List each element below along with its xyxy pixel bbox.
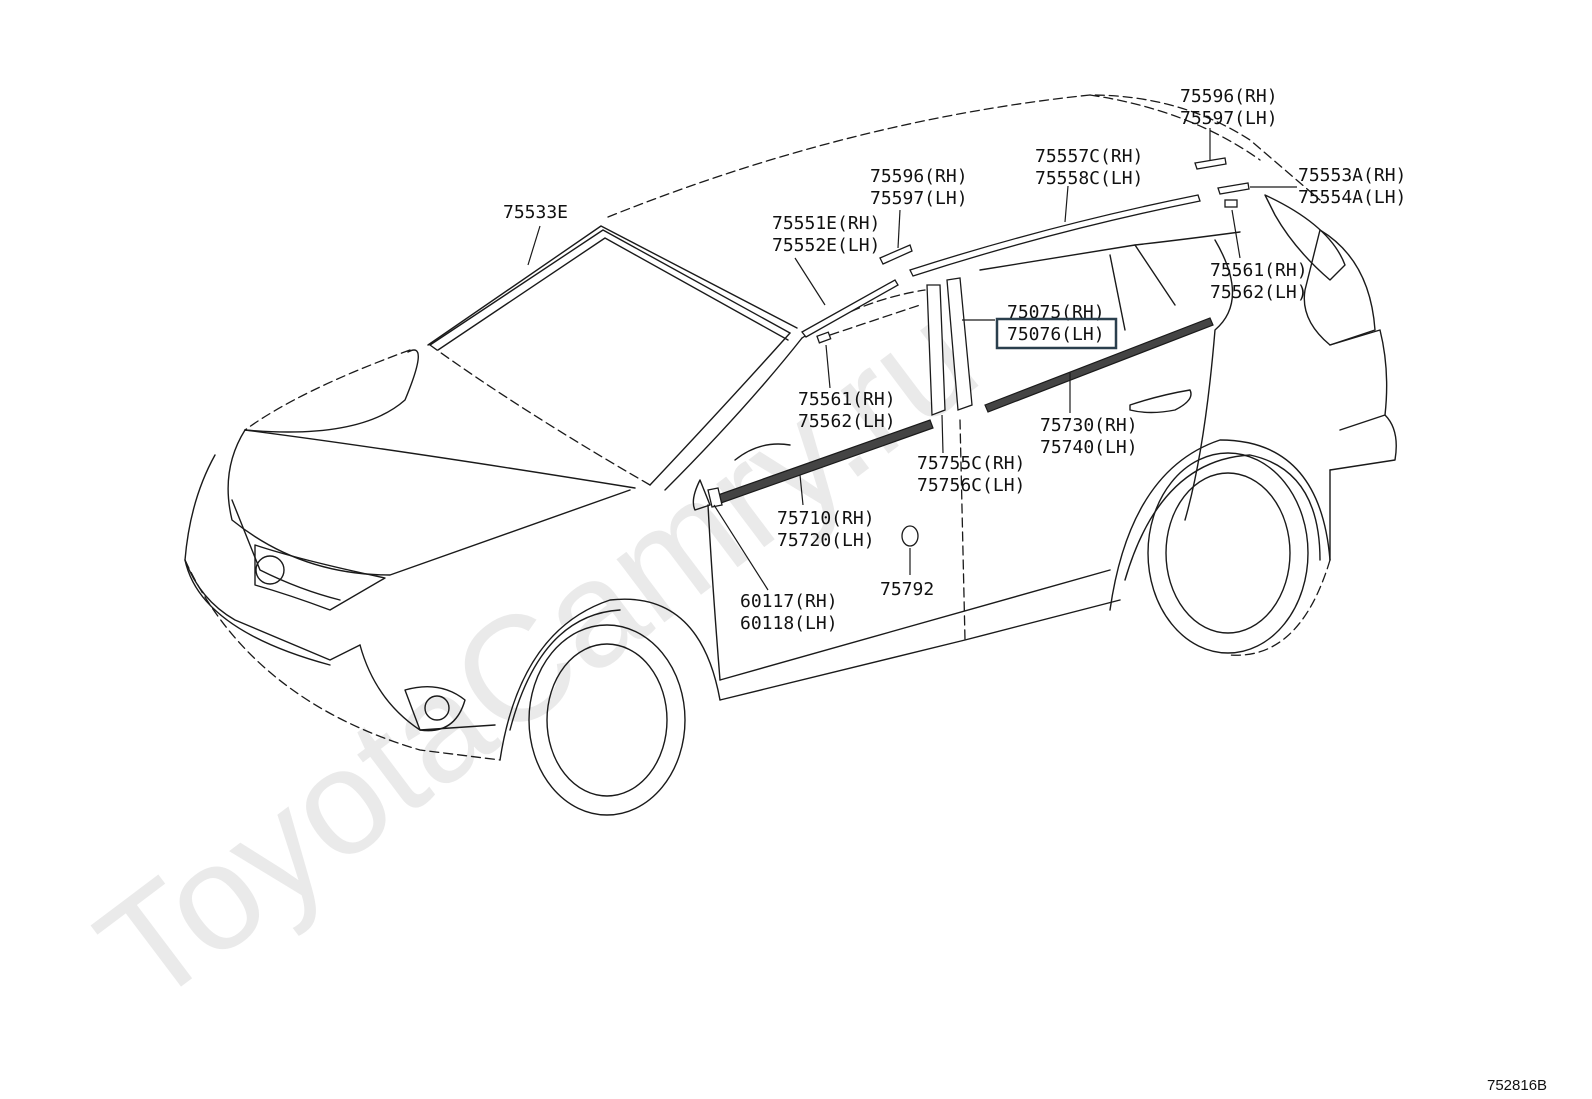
figure-reference: 752816B [1487,1077,1547,1094]
callout-c11: 75755C(RH) 75756C(LH) [917,453,1036,496]
leader-lines [527,128,1297,591]
callout-c05: 75533E [503,202,568,223]
callout-c14: 60117(RH) 60118(LH) [740,591,848,634]
callout-c07: 75561(RH) 75562(LH) [1210,260,1318,303]
callout-c10: 75730(RH) 75740(LH) [1040,415,1148,458]
callout-c06: 75551E(RH) 75552E(LH) [772,213,891,256]
highlight-box [995,317,1118,350]
callout-labels: 75596(RH) 75597(LH) 75557C(RH) 75558C(LH… [503,86,1417,634]
watermark-text: ToyotaCamry.ru [68,271,1006,1036]
callout-c13: 75792 [880,579,934,600]
callout-c04: 75596(RH) 75597(LH) [870,166,978,209]
vehicle-outline [184,94,1397,816]
callout-c01: 75596(RH) 75597(LH) [1180,86,1288,129]
callout-c12: 75710(RH) 75720(LH) [777,508,885,551]
callout-c02: 75557C(RH) 75558C(LH) [1035,146,1154,189]
callout-c08: 75075(RH) 75076(LH) [1007,302,1115,345]
callout-c03: 75553A(RH) 75554A(LH) [1298,165,1417,208]
trim-parts [427,157,1250,547]
callout-c09: 75561(RH) 75562(LH) [798,389,906,432]
